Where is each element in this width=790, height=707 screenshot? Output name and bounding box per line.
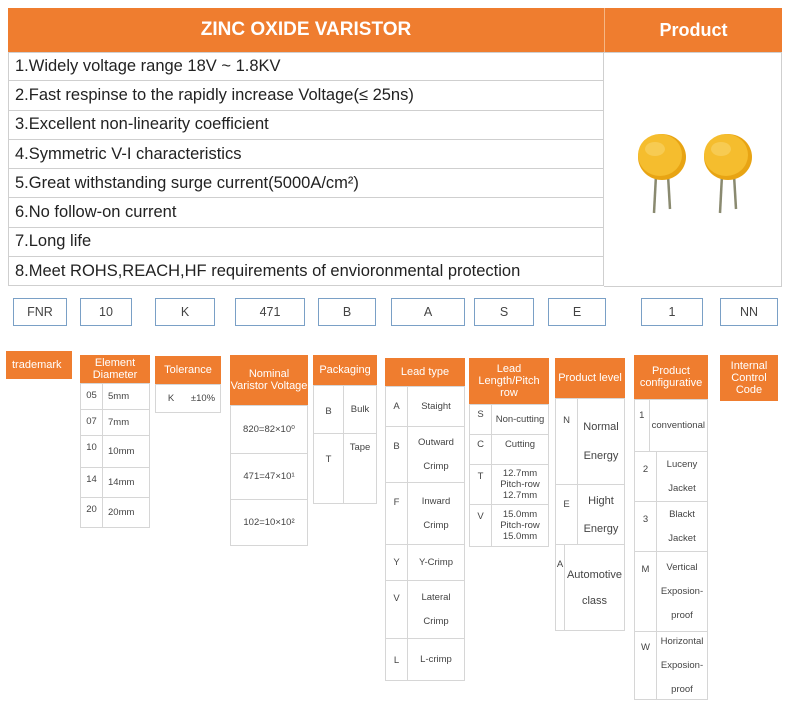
label-tolerance: Tolerance xyxy=(155,356,221,384)
table-title: ZINC OXIDE VARISTOR xyxy=(8,8,604,52)
feature-item: 3.Excellent non-linearity coefficient xyxy=(8,110,604,140)
code-product-config: 1 xyxy=(641,298,703,326)
voltage-table: 820=82×10⁰ 471=47×10¹ 102=10×10² xyxy=(230,405,308,546)
label-product-level: Product level xyxy=(555,358,625,398)
code-product-level: E xyxy=(548,298,606,326)
table-row: 820=82×10⁰ xyxy=(231,405,307,453)
feature-list: 1.Widely voltage range 18V ~ 1.8KV 2.Fas… xyxy=(8,52,604,287)
tolerance-table: K±10% xyxy=(155,384,221,413)
label-element-diameter: Element Diameter xyxy=(80,355,150,383)
feature-item: 7.Long life xyxy=(8,227,604,258)
code-packaging: B xyxy=(318,298,376,326)
label-internal-code: Internal Control Code xyxy=(720,355,778,401)
feature-item: 2.Fast respinse to the rapidly increase … xyxy=(8,81,604,111)
code-internal: NN xyxy=(720,298,778,326)
code-tolerance: K xyxy=(155,298,215,326)
product-header: Product xyxy=(604,8,782,52)
code-trademark: FNR xyxy=(13,298,67,326)
label-product-config: Product configurative xyxy=(634,355,708,399)
label-packaging: Packaging xyxy=(313,355,377,385)
label-nominal-voltage: Nominal Varistor Voltage xyxy=(230,355,308,405)
product-image xyxy=(604,52,782,287)
feature-item: 5.Great withstanding surge current(5000A… xyxy=(8,169,604,199)
feature-item: 6.No follow-on current xyxy=(8,198,604,228)
feature-item: 1.Widely voltage range 18V ~ 1.8KV xyxy=(8,52,604,82)
label-lead-length: Lead Length/Pitch row xyxy=(469,358,549,404)
code-diameter: 10 xyxy=(80,298,132,326)
code-lead-type: A xyxy=(391,298,465,326)
table-row: K±10% xyxy=(156,384,220,412)
table-row: 102=10×10² xyxy=(231,499,307,545)
code-voltage: 471 xyxy=(235,298,305,326)
table-row: 471=47×10¹ xyxy=(231,453,307,499)
varistor-image xyxy=(637,133,752,213)
label-lead-type: Lead type xyxy=(385,358,465,386)
feature-item: 4.Symmetric V-I characteristics xyxy=(8,139,604,170)
feature-item: 8.Meet ROHS,REACH,HF requirements of env… xyxy=(8,257,604,287)
label-trademark: trademark xyxy=(6,351,72,379)
code-lead-length: S xyxy=(474,298,534,326)
